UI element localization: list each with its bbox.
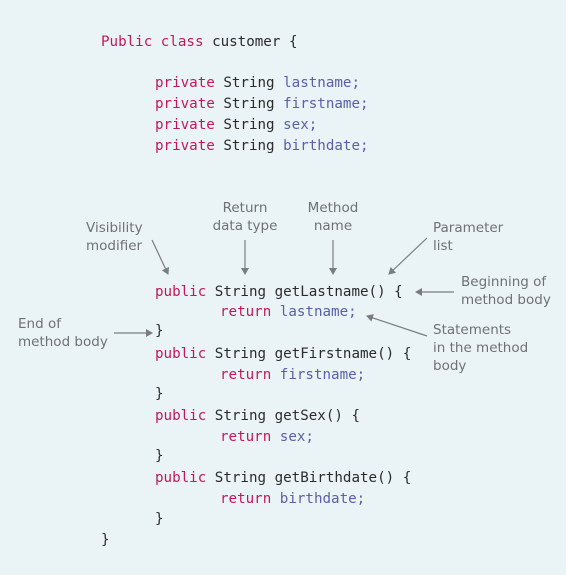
field-name: sex; <box>283 117 318 133</box>
field-name: firstname; <box>283 96 369 112</box>
field-type: String <box>223 117 275 133</box>
visibility-modifier-label: Visibility modifier <box>86 220 143 254</box>
method-signature: public String getBirthdate() { <box>155 469 411 487</box>
return-keyword: return <box>220 304 272 320</box>
method-signature: public String getFirstname() { <box>155 345 411 363</box>
class-close-brace: } <box>101 532 110 548</box>
field-modifier: private <box>155 117 215 133</box>
method-modifier: public <box>155 408 207 424</box>
method-modifier: public <box>155 284 207 300</box>
return-value: birthdate; <box>279 491 366 507</box>
method-name: getLastname() { <box>274 284 403 300</box>
field-line: private String sex; <box>155 116 317 134</box>
method-signature: public String getLastname() { <box>155 283 403 301</box>
method-return-type: String <box>214 346 267 362</box>
method-modifier: public <box>155 346 207 362</box>
return-value: firstname; <box>279 367 366 383</box>
field-name: birthdate; <box>283 138 369 154</box>
method-close-brace: } <box>155 448 164 464</box>
public-keyword: Public <box>101 34 153 50</box>
return-value: sex; <box>279 429 314 445</box>
arrow-parameter-list <box>388 237 428 275</box>
method-name: getSex() { <box>274 408 361 424</box>
return-keyword: return <box>220 367 272 383</box>
method-return-type: String <box>214 470 267 486</box>
method-return-type: String <box>214 284 267 300</box>
method-name: getFirstname() { <box>274 346 412 362</box>
method-return-statement: return sex; <box>220 428 314 446</box>
end-of-method-body-label: End of method body <box>18 316 108 350</box>
method-modifier: public <box>155 470 207 486</box>
field-type: String <box>223 138 275 154</box>
arrow-statements <box>366 314 428 337</box>
method-return-type: String <box>214 408 267 424</box>
field-modifier: private <box>155 96 215 112</box>
return-data-type-label: Return data type <box>212 200 278 234</box>
field-line: private String lastname; <box>155 74 360 92</box>
return-keyword: return <box>220 429 272 445</box>
method-return-statement: return firstname; <box>220 366 365 384</box>
field-line: private String firstname; <box>155 95 369 113</box>
method-return-statement: return lastname; <box>220 303 357 321</box>
field-modifier: private <box>155 75 215 91</box>
return-keyword: return <box>220 491 272 507</box>
method-signature: public String getSex() { <box>155 407 360 425</box>
method-name-label: Method name <box>307 200 359 234</box>
return-value: lastname; <box>279 304 357 320</box>
field-type: String <box>223 75 275 91</box>
method-return-statement: return birthdate; <box>220 490 365 508</box>
field-name: lastname; <box>283 75 361 91</box>
class-name: customer <box>212 34 281 50</box>
method-close-brace: } <box>155 511 164 527</box>
method-close-brace: } <box>155 323 164 339</box>
beginning-of-method-body-label: Beginning of method body <box>461 274 551 308</box>
method-close-brace: } <box>155 386 164 402</box>
class-open-brace: { <box>288 34 298 50</box>
arrow-visibility-modifier <box>151 239 170 275</box>
parameter-list-label: Parameter list <box>433 220 504 254</box>
statements-in-method-body-label: Statements in the method body <box>433 322 529 374</box>
field-modifier: private <box>155 138 215 154</box>
field-line: private String birthdate; <box>155 137 369 155</box>
field-type: String <box>223 96 275 112</box>
method-name: getBirthdate() { <box>274 470 412 486</box>
class-keyword: class <box>160 34 204 50</box>
class-declaration: Public class customer { <box>101 33 298 51</box>
